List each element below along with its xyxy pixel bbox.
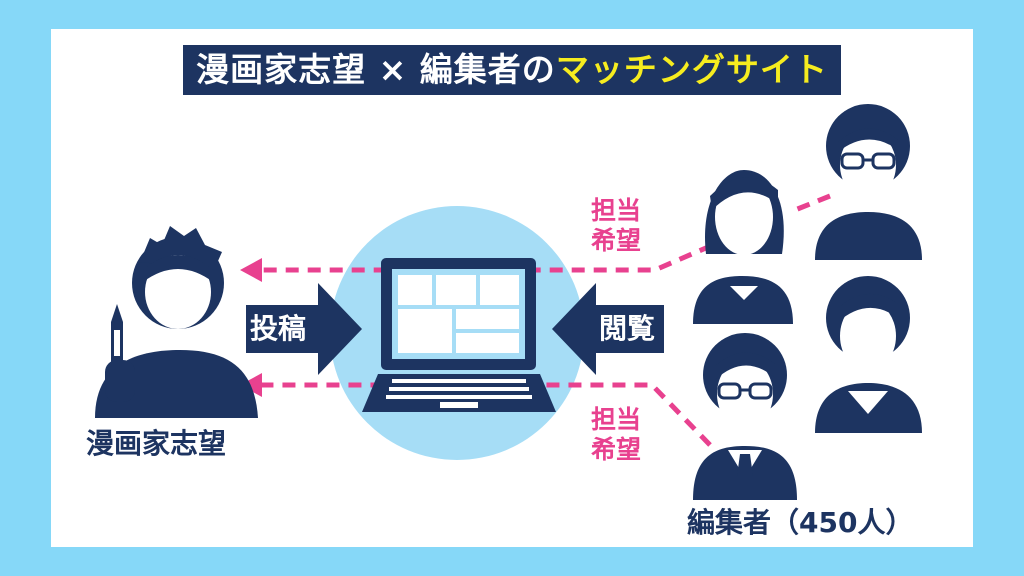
- request-bottom-label: 担当 希望: [586, 405, 646, 465]
- artist-icon: [95, 226, 258, 418]
- title-accent: マッチングサイト: [555, 50, 828, 89]
- request-top-line2: 希望: [590, 226, 641, 255]
- request-top-label: 担当 希望: [586, 196, 646, 256]
- editor-glasses-icon: [815, 104, 922, 260]
- top-request-line: [255, 193, 831, 273]
- bottom-arrowhead: [240, 373, 262, 397]
- post-arrow: [246, 283, 362, 375]
- request-bottom-line1: 担当: [590, 405, 641, 434]
- request-bottom-line2: 希望: [590, 435, 641, 464]
- pen-icon: [105, 304, 135, 402]
- post-label: 投稿: [250, 312, 307, 345]
- editor-icon: [693, 170, 793, 324]
- request-top-line1: 担当: [590, 196, 641, 225]
- top-arrowhead: [240, 258, 262, 282]
- page-title: 漫画家志望 × 編集者のマッチングサイト: [196, 50, 828, 89]
- editor-icon: [815, 276, 922, 433]
- editors-label: 編集者（450人）: [687, 506, 914, 539]
- bottom-request-line: [255, 382, 712, 447]
- laptop-icon: [362, 258, 556, 412]
- artist-label: 漫画家志望: [86, 427, 227, 460]
- title-banner: 漫画家志望 × 編集者のマッチングサイト: [183, 45, 841, 95]
- browse-label: 閲覧: [599, 312, 656, 345]
- browse-arrow: [552, 283, 664, 375]
- editor-glasses-icon: [693, 333, 797, 500]
